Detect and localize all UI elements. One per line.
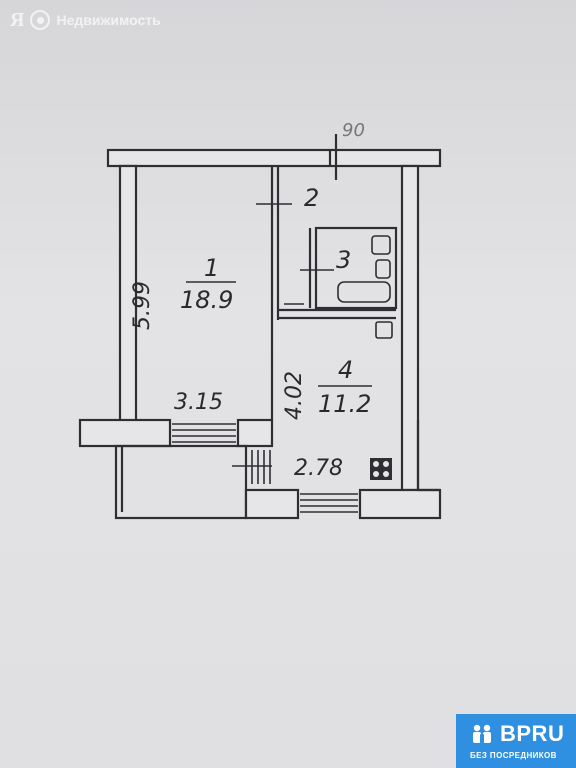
room-4-number: 4 — [338, 356, 354, 384]
room-1-width-dimension: 3.15 — [174, 390, 223, 415]
people-icon — [473, 724, 491, 743]
wall-bottom-left — [78, 418, 172, 448]
room-1-length-dimension: 5.99 — [130, 281, 155, 330]
angle-mark-label: 90 — [342, 120, 365, 141]
room-3-number: 3 — [336, 246, 352, 274]
wall-top — [106, 148, 442, 168]
room-1-number: 1 — [204, 254, 220, 282]
badge-brand: BPRU — [500, 721, 565, 746]
wall-right — [400, 164, 420, 492]
watermark: Я Недвижимость — [10, 8, 161, 32]
watermark-text: Недвижимость — [56, 12, 161, 28]
sink-icon — [371, 235, 391, 255]
badge-tagline: БЕЗ ПОСРЕДНИКОВ — [470, 751, 557, 760]
room-4-width-dimension: 2.78 — [294, 456, 343, 481]
room-1-area: 18.9 — [180, 286, 234, 314]
stove-icon — [370, 458, 392, 480]
wall-bottom-right — [244, 488, 300, 520]
room-4-area: 11.2 — [318, 390, 372, 418]
bpru-badge: BPRU БЕЗ ПОСРЕДНИКОВ — [456, 714, 576, 768]
yandex-logo-letter: Я — [10, 9, 25, 31]
bathtub-icon — [337, 281, 391, 303]
balcony — [114, 444, 248, 520]
realty-logo-icon — [30, 10, 51, 30]
bathroom-box — [314, 226, 398, 310]
kitchen-sink-icon — [375, 321, 393, 339]
room-4-length-dimension: 4.02 — [282, 371, 307, 420]
room-2-number: 2 — [304, 184, 320, 212]
toilet-icon — [375, 259, 391, 279]
